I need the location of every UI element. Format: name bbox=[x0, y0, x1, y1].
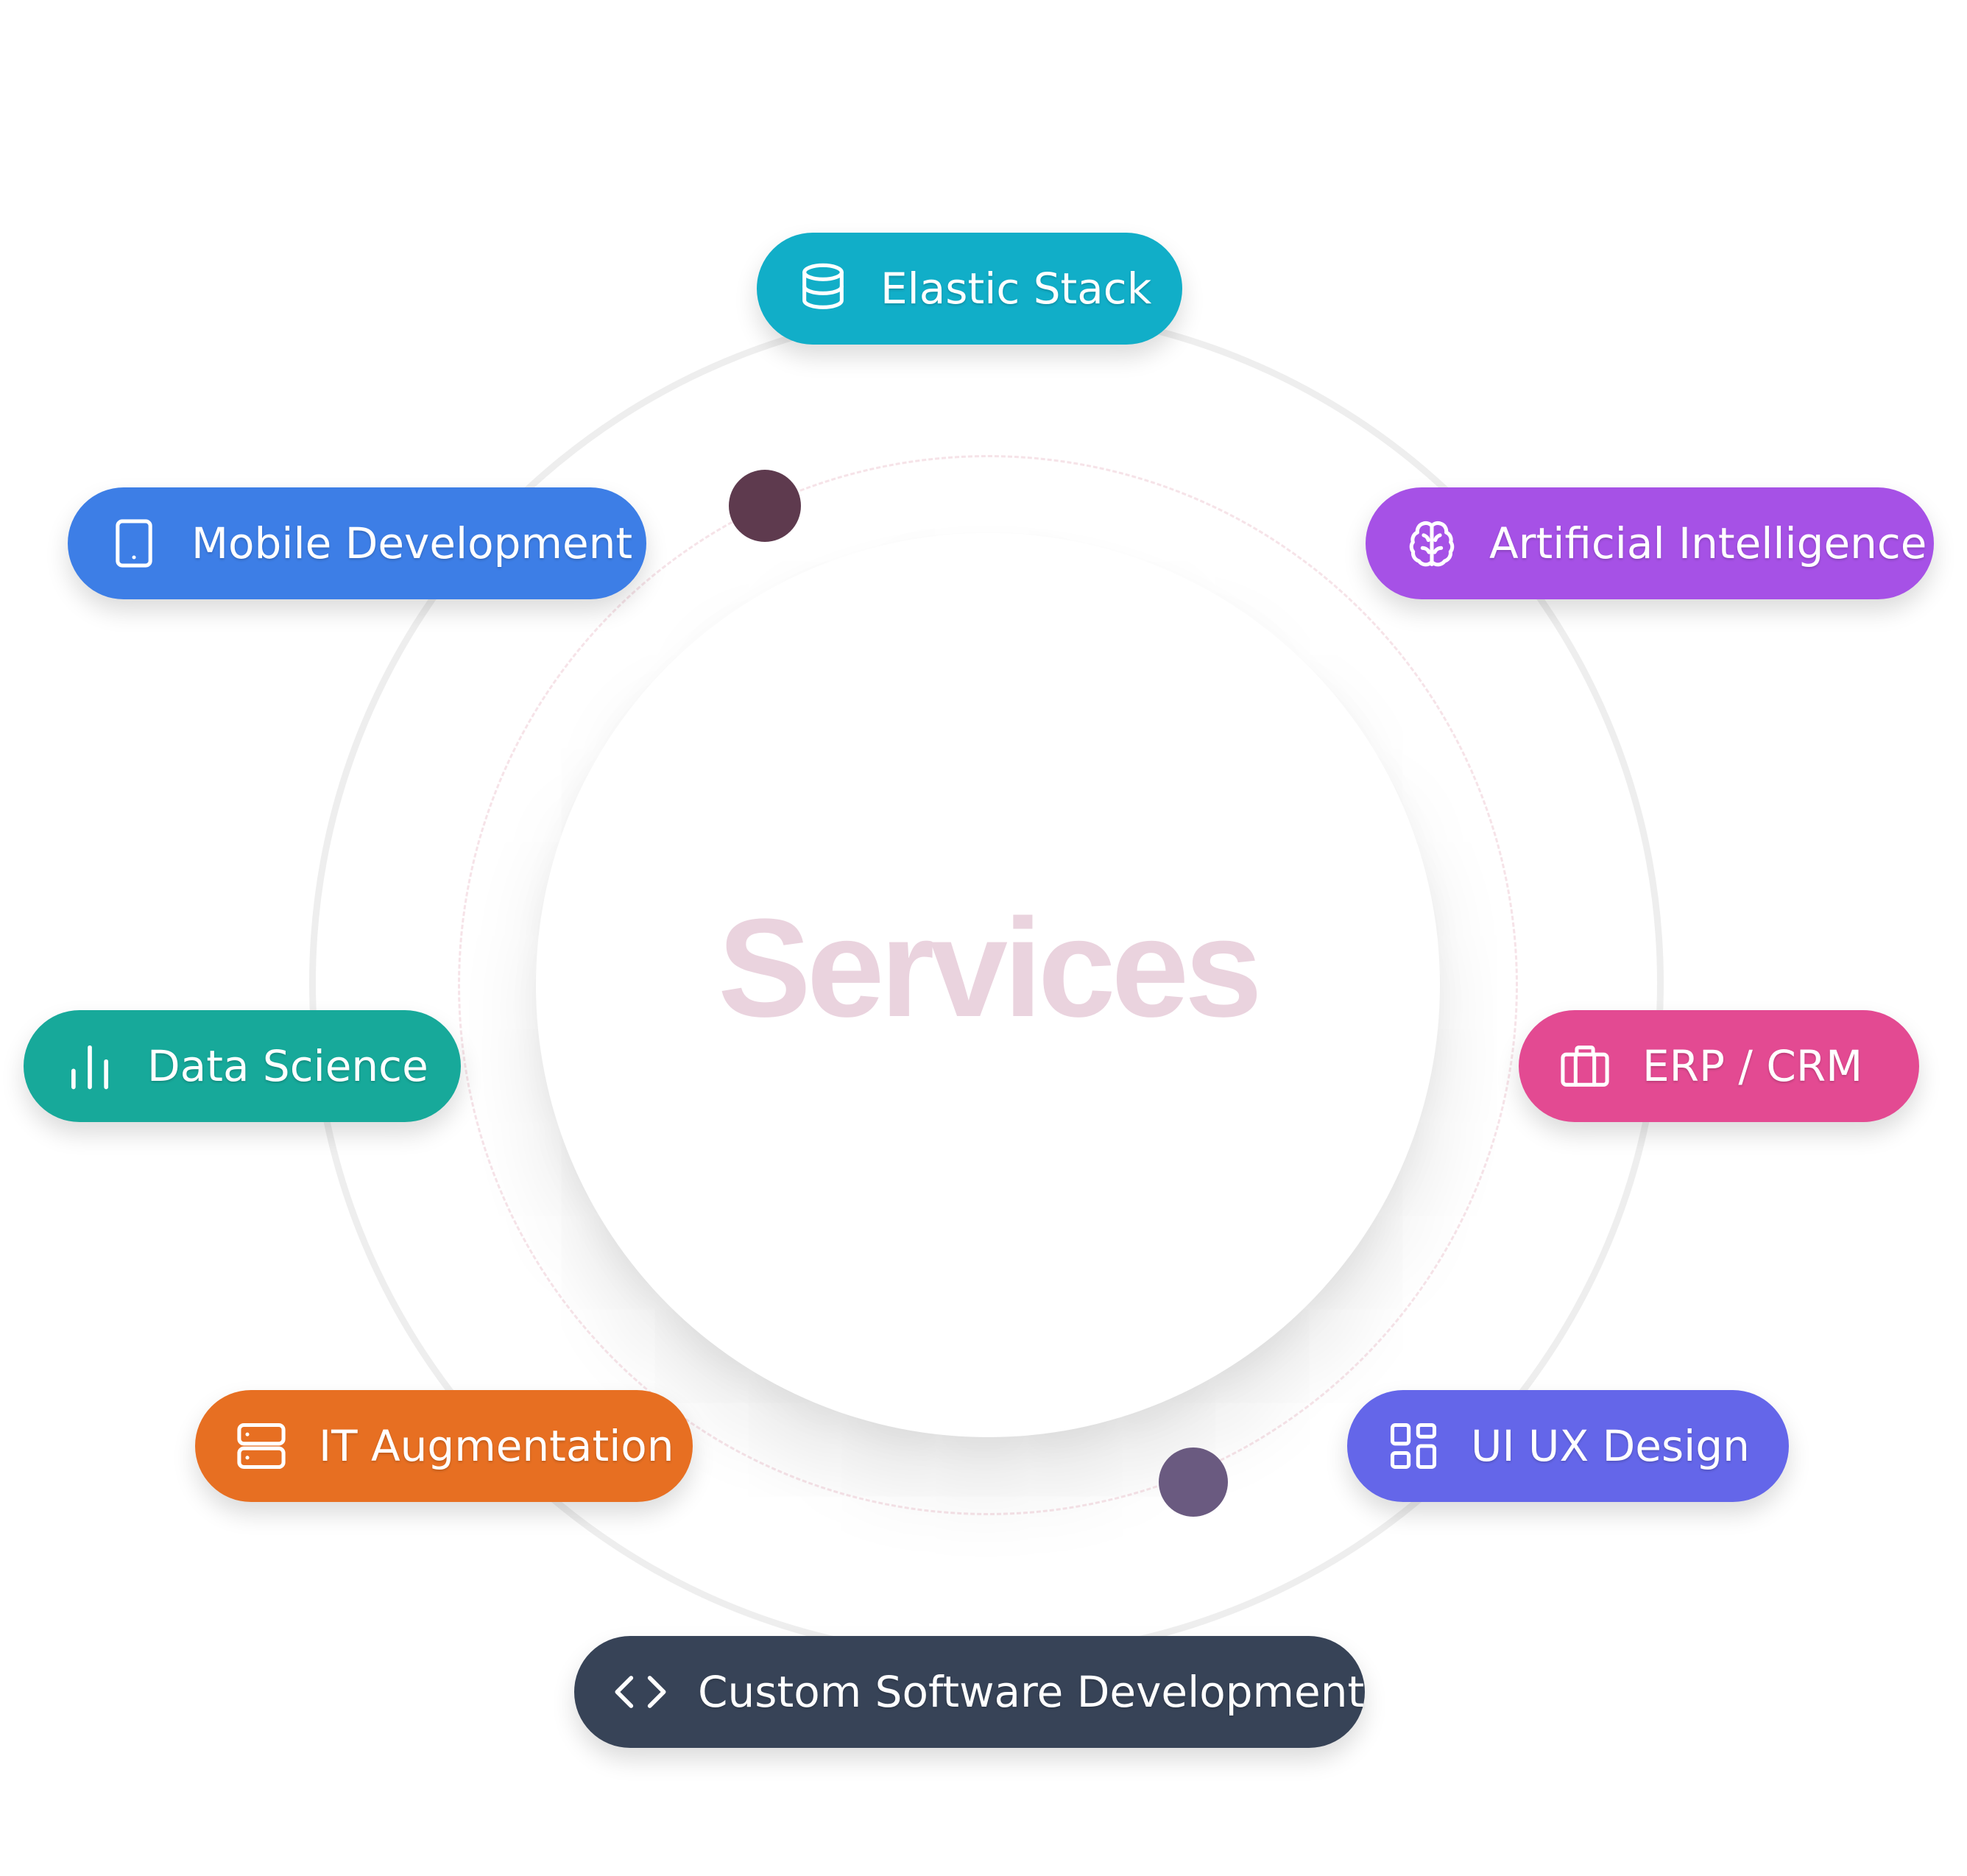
service-label: Custom Software Development bbox=[698, 1667, 1365, 1717]
service-pill-erp-crm[interactable]: ERP / CRM bbox=[1519, 1010, 1919, 1122]
center-title: Services bbox=[718, 890, 1263, 1046]
service-label: Elastic Stack bbox=[880, 264, 1152, 314]
service-label: ERP / CRM bbox=[1642, 1041, 1863, 1091]
service-label: IT Augmentation bbox=[319, 1421, 674, 1471]
database-icon bbox=[795, 261, 851, 317]
service-label: Data Science bbox=[147, 1041, 428, 1091]
layout-grid-icon bbox=[1385, 1418, 1441, 1474]
code-brackets-icon bbox=[612, 1664, 668, 1720]
service-label: Artificial Intelligence bbox=[1489, 518, 1927, 568]
bar-chart-icon bbox=[62, 1038, 118, 1094]
briefcase-icon bbox=[1557, 1038, 1613, 1094]
brain-icon bbox=[1404, 515, 1460, 571]
service-label: UI UX Design bbox=[1471, 1421, 1750, 1471]
service-pill-elastic-stack[interactable]: Elastic Stack bbox=[757, 233, 1182, 345]
tablet-icon bbox=[106, 515, 162, 571]
service-pill-ui-ux-design[interactable]: UI UX Design bbox=[1347, 1390, 1789, 1502]
service-pill-artificial-intelligence[interactable]: Artificial Intelligence bbox=[1366, 487, 1934, 599]
server-icon bbox=[233, 1418, 289, 1474]
center-circle bbox=[536, 533, 1440, 1437]
inner-dashed-ring bbox=[458, 455, 1518, 1515]
orbit-dot-light bbox=[1159, 1447, 1228, 1517]
service-pill-it-augmentation[interactable]: IT Augmentation bbox=[195, 1390, 693, 1502]
orbit-dot-dark bbox=[729, 470, 801, 542]
service-pill-mobile-development[interactable]: Mobile Development bbox=[68, 487, 646, 599]
service-pill-custom-software-development[interactable]: Custom Software Development bbox=[574, 1636, 1365, 1748]
service-pill-data-science[interactable]: Data Science bbox=[24, 1010, 461, 1122]
service-label: Mobile Development bbox=[191, 518, 633, 568]
